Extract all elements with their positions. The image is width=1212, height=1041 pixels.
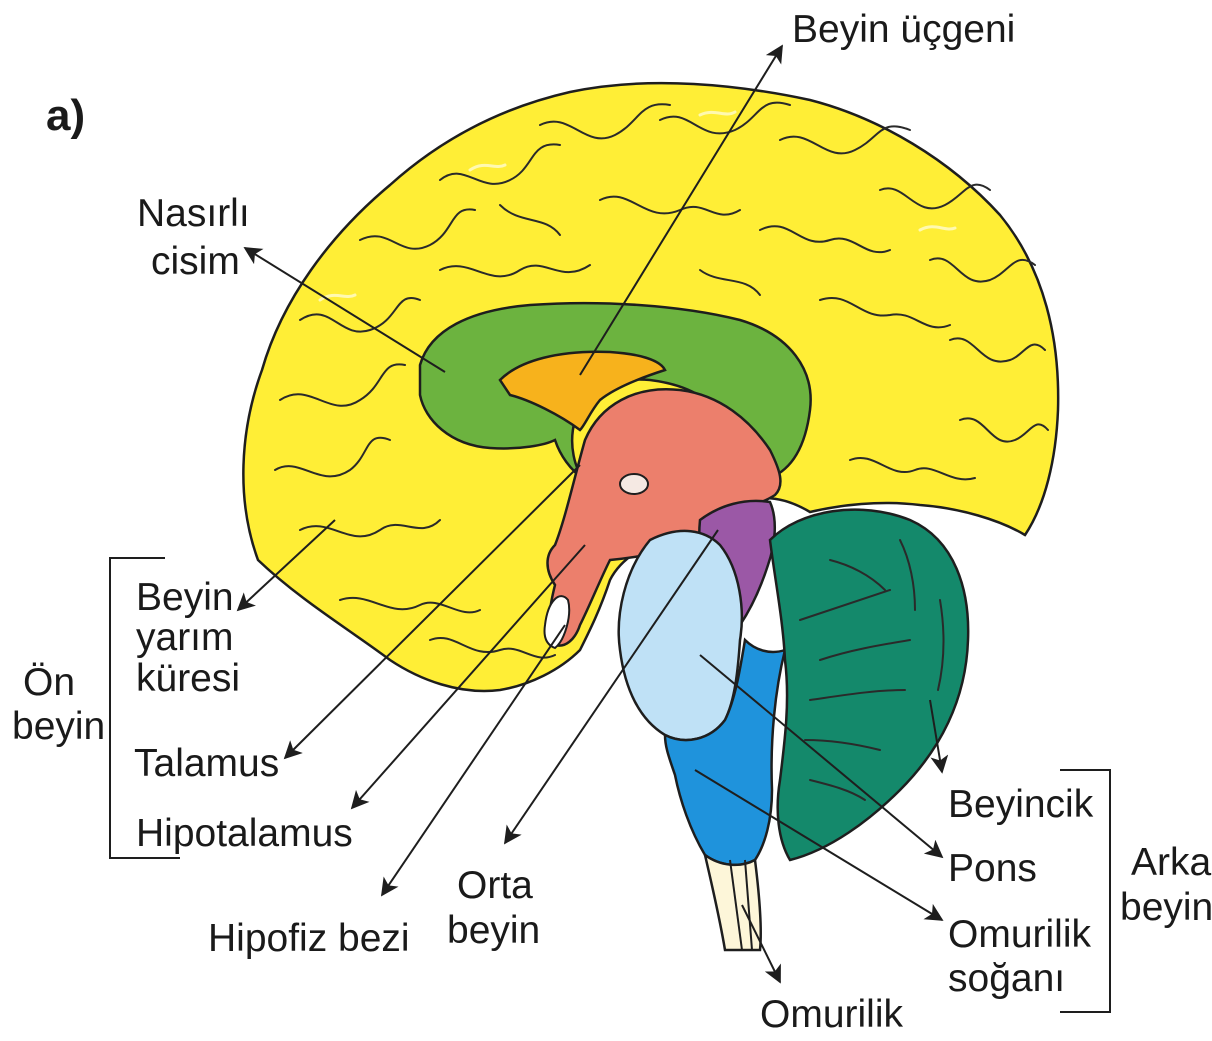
label-talamus: Talamus: [134, 742, 279, 785]
pons-region: [619, 531, 742, 740]
label-orta-line2: beyin: [447, 909, 540, 952]
label-beyin-ucgeni: Beyin üçgeni: [792, 8, 1015, 51]
panel-label: a): [46, 91, 85, 140]
label-omurilik-sogani: Omurilik soğanı: [948, 913, 1102, 1000]
label-hipofiz-bezi: Hipofiz bezi: [208, 917, 410, 960]
label-on-beyin-line1: Ön: [23, 661, 75, 704]
label-nasirli-line1: Nasırlı: [137, 192, 250, 235]
label-arka-line1: Arka: [1131, 841, 1212, 884]
pineal-spot: [620, 474, 648, 494]
label-byk-line1: Beyin: [136, 576, 234, 619]
label-os-line1: Omurilik: [948, 913, 1091, 956]
label-orta-line1: Orta: [457, 864, 533, 907]
label-nasirli-line2: cisim: [151, 240, 240, 283]
spinal-cord-region: [705, 855, 761, 950]
label-beyincik: Beyincik: [948, 783, 1094, 826]
label-byk-line2: yarım: [136, 616, 234, 659]
label-byk-line3: küresi: [136, 657, 240, 700]
label-nasirli-cisim: Nasırlı cisim: [137, 192, 261, 283]
label-on-beyin: Ön beyin: [12, 661, 105, 748]
label-orta-beyin: Orta beyin: [447, 864, 544, 952]
label-beyin-yarim-kuresi: Beyin yarım küresi: [136, 576, 244, 700]
label-arka-beyin: Arka beyin: [1120, 841, 1212, 929]
label-hipotalamus: Hipotalamus: [136, 812, 353, 855]
label-pons: Pons: [948, 847, 1037, 890]
label-on-beyin-line2: beyin: [12, 705, 105, 748]
label-os-line2: soğanı: [948, 957, 1065, 1000]
label-omurilik: Omurilik: [760, 993, 903, 1036]
label-arka-line2: beyin: [1120, 886, 1212, 929]
